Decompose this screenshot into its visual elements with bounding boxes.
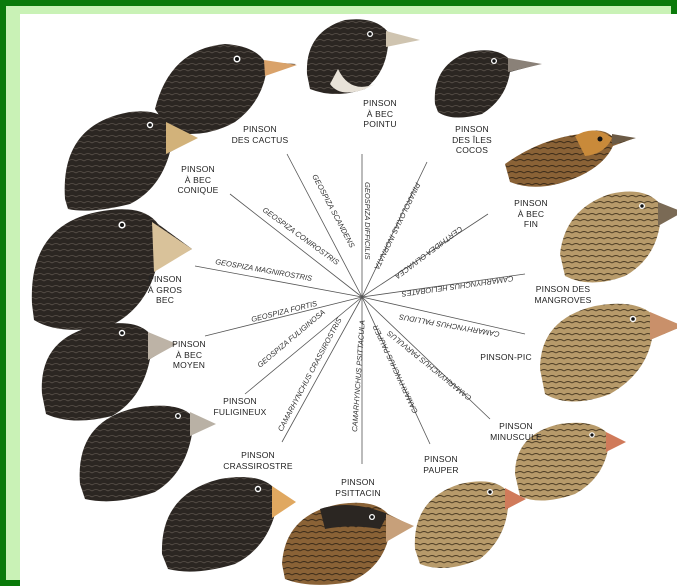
label-pauper: PINSON PAUPER: [416, 454, 466, 475]
label-cocos: PINSON DES ÎLES COCOS: [444, 124, 500, 156]
ray-conique: [230, 194, 362, 297]
bird-large-ground-finch: [32, 209, 192, 330]
label-minuscule: PINSON MINUSCULE: [485, 421, 547, 442]
bird-small-ground-finch: [80, 406, 216, 502]
label-pointu: PINSON À BEC POINTU: [355, 98, 405, 130]
latin-mangroves: CAMARHYNCHUS HELIOBATES: [401, 274, 514, 299]
bird-mangrove-finch: [560, 192, 677, 283]
label-mangroves: PINSON DES MANGROVES: [528, 284, 598, 305]
bird-cactus-finch: [155, 44, 297, 134]
label-pic: PINSON-PIC: [476, 352, 536, 363]
latin-conique: GEOSPIZA CONIROSTRIS: [261, 205, 341, 266]
bird-warbler-finch: [505, 130, 636, 186]
bird-woodpecker-finch: [540, 304, 677, 402]
label-crassirostre: PINSON CRASSIROSTRE: [220, 450, 296, 471]
label-cactus: PINSON DES CACTUS: [225, 124, 295, 145]
label-grosbec: PINSON À GROS BEC: [140, 274, 190, 306]
latin-crassirostre: CAMARHYNCHUS CRASSIROSTRIS: [276, 316, 344, 433]
latin-pic: CAMARHYNCHUS PALLIDUS: [398, 312, 500, 339]
bird-large-tree-finch: [282, 503, 414, 585]
illustration-canvas: GEOSPIZA SCANDENS GEOSPIZA DIFFICILIS PI…: [20, 14, 677, 586]
bird-sharp-beaked-finch: [307, 19, 420, 94]
bird-medium-tree-finch: [415, 481, 526, 568]
panel-background: GEOSPIZA SCANDENS GEOSPIZA DIFFICILIS PI…: [6, 6, 671, 580]
label-fuligineux: PINSON FULIGINEUX: [208, 396, 272, 417]
label-fin: PINSON À BEC FIN: [506, 198, 556, 230]
latin-psittacin: CAMARHYNCHUS PSITTACULA: [350, 320, 367, 432]
bird-vegetarian-finch: [162, 477, 296, 572]
latin-pointu: GEOSPIZA DIFFICILIS: [363, 182, 372, 260]
bird-cocos-finch: [435, 50, 542, 117]
label-conique: PINSON À BEC CONIQUE: [170, 164, 226, 196]
latin-cocos: PINAROLOXIAS INORNATA: [372, 181, 422, 271]
latin-fin: CERTHIDEA OLIVACEA: [393, 224, 464, 281]
label-psittacin: PINSON PSITTACIN: [330, 477, 386, 498]
label-moyen: PINSON À BEC MOYEN: [164, 339, 214, 371]
